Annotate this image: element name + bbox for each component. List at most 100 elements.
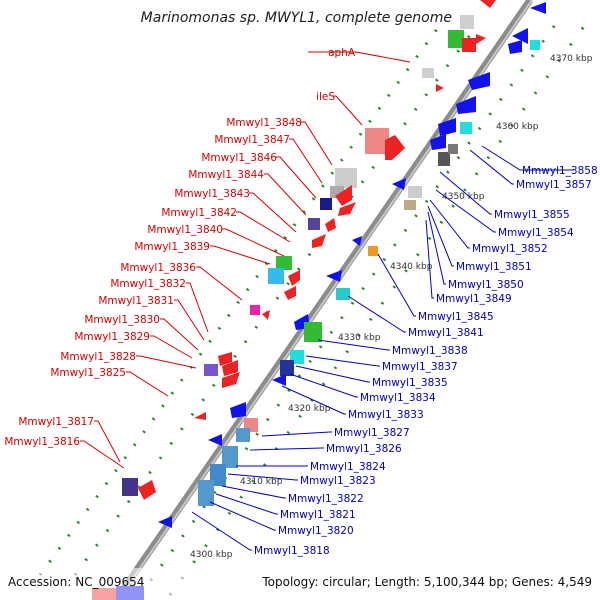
gene-label[interactable]: Mmwyl1_3832 <box>110 278 186 290</box>
gene-label[interactable]: Mmwyl1_3828 <box>60 351 136 363</box>
gene-label[interactable]: Mmwyl1_3838 <box>392 345 468 357</box>
genome-backbone <box>113 0 533 600</box>
gene-block <box>198 480 214 506</box>
gene-label[interactable]: Mmwyl1_3842 <box>161 207 237 219</box>
gene-label[interactable]: Mmwyl1_3830 <box>84 314 160 326</box>
kbp-tick-label: 4360 kbp <box>496 122 539 132</box>
gene-arrow <box>392 178 406 190</box>
leader-line <box>236 211 291 243</box>
gene-arrow <box>208 434 222 446</box>
gene-label[interactable]: Mmwyl1_3839 <box>134 241 210 253</box>
gene-label[interactable]: Mmwyl1_3831 <box>98 295 174 307</box>
leader-line <box>300 121 333 166</box>
leader-line <box>174 299 205 341</box>
gene-label[interactable]: Mmwyl1_3847 <box>214 134 290 146</box>
gene-label[interactable]: Mmwyl1_3854 <box>498 227 574 239</box>
gene-block <box>308 218 320 230</box>
forward-labels: aphA ileS Mmwyl1_3848 Mmwyl1_3847 Mmwyl1… <box>4 47 355 448</box>
gene-arrow <box>222 372 240 388</box>
leader-line <box>210 245 271 265</box>
gene-block <box>438 152 450 166</box>
gene-block <box>448 30 464 48</box>
kbp-tick-label: 4300 kbp <box>190 550 233 560</box>
gene-label[interactable]: Mmwyl1_3857 <box>516 179 592 191</box>
gene-label[interactable]: Mmwyl1_3825 <box>50 367 126 379</box>
gene-label[interactable]: Mmwyl1_3846 <box>201 152 277 164</box>
gene-label[interactable]: Mmwyl1_3845 <box>418 311 494 323</box>
gene-label[interactable]: Mmwyl1_3844 <box>188 169 264 181</box>
leader-line <box>295 365 370 383</box>
genome-backbone-highlight <box>117 0 533 600</box>
leader-line <box>429 199 470 249</box>
leader-line <box>305 355 380 367</box>
leader-line <box>186 282 209 333</box>
gene-label[interactable]: Mmwyl1_3827 <box>334 427 410 439</box>
reverse-genes <box>116 2 546 600</box>
gene-label[interactable]: Mmwyl1_3841 <box>408 327 484 339</box>
gene-arrow <box>480 0 496 8</box>
gene-arrow <box>468 72 490 90</box>
gene-label[interactable]: Mmwyl1_3823 <box>300 475 376 487</box>
gene-label[interactable]: Mmwyl1_3848 <box>226 117 302 129</box>
gene-label[interactable]: aphA <box>328 47 356 59</box>
gene-label[interactable]: Mmwyl1_3826 <box>326 443 402 455</box>
gene-block <box>422 68 434 78</box>
gene-arrow <box>158 516 172 528</box>
gene-block <box>276 256 292 270</box>
gene-label[interactable]: Mmwyl1_3834 <box>360 392 436 404</box>
leader-line <box>317 339 390 351</box>
gene-block <box>368 246 378 256</box>
gene-label[interactable]: Mmwyl1_3849 <box>436 293 512 305</box>
leader-line <box>196 266 243 301</box>
gene-arrow <box>312 234 326 248</box>
leader-line <box>80 440 125 469</box>
gene-label[interactable]: Mmwyl1_3822 <box>288 493 364 505</box>
gene-block <box>304 322 322 342</box>
gene-block <box>268 268 284 284</box>
gene-arrow <box>288 270 300 286</box>
kbp-tick-label: 4370 kbp <box>550 54 593 64</box>
gene-arrow <box>512 28 528 44</box>
gene-label[interactable]: Mmwyl1_3835 <box>372 377 448 389</box>
gene-label[interactable]: Mmwyl1_3833 <box>348 409 424 421</box>
map-title: Marinomonas sp. MWYL1, complete genome <box>141 10 452 26</box>
leader-line <box>209 501 276 531</box>
gene-label[interactable]: Mmwyl1_3820 <box>278 525 354 537</box>
gene-block <box>530 40 540 50</box>
gene-label[interactable]: ileS <box>316 91 335 103</box>
leader-line <box>249 192 297 233</box>
gene-label[interactable]: Mmwyl1_3843 <box>174 188 250 200</box>
gene-label[interactable]: Mmwyl1_3829 <box>74 331 150 343</box>
gene-label[interactable]: Mmwyl1_3817 <box>18 416 94 428</box>
gene-label[interactable]: Mmwyl1_3818 <box>254 545 330 557</box>
gene-block <box>336 288 350 300</box>
gene-arrow <box>326 270 342 282</box>
gene-label[interactable]: Mmwyl1_3824 <box>310 461 386 473</box>
gene-block <box>460 15 474 29</box>
gene-label[interactable]: Mmwyl1_3821 <box>280 509 356 521</box>
gene-label[interactable]: Mmwyl1_3836 <box>120 262 196 274</box>
leader-line <box>191 511 252 551</box>
gene-arrow <box>456 96 476 114</box>
leader-line <box>332 95 363 126</box>
leader-line <box>264 173 307 216</box>
gene-arrow <box>508 40 522 54</box>
leader-line <box>435 189 496 233</box>
kbp-tick-label: 4330 kbp <box>338 333 381 343</box>
gene-label[interactable]: Mmwyl1_3837 <box>382 361 458 373</box>
leader-line <box>425 219 434 299</box>
gene-label[interactable]: Mmwyl1_3855 <box>494 209 570 221</box>
leader-line <box>249 447 324 451</box>
gene-label[interactable]: Mmwyl1_3858 <box>522 165 598 177</box>
gene-label[interactable]: Mmwyl1_3851 <box>456 261 532 273</box>
leader-line <box>439 171 492 215</box>
gene-label[interactable]: Mmwyl1_3840 <box>147 224 223 236</box>
guide-dots <box>38 24 587 596</box>
leader-line <box>94 420 121 463</box>
gene-label[interactable]: Mmwyl1_3850 <box>448 279 524 291</box>
leader-line <box>347 295 406 333</box>
gene-label[interactable]: Mmwyl1_3852 <box>472 243 548 255</box>
gene-block <box>204 364 218 376</box>
gene-label[interactable]: Mmwyl1_3816 <box>4 436 80 448</box>
gene-block <box>460 122 472 134</box>
